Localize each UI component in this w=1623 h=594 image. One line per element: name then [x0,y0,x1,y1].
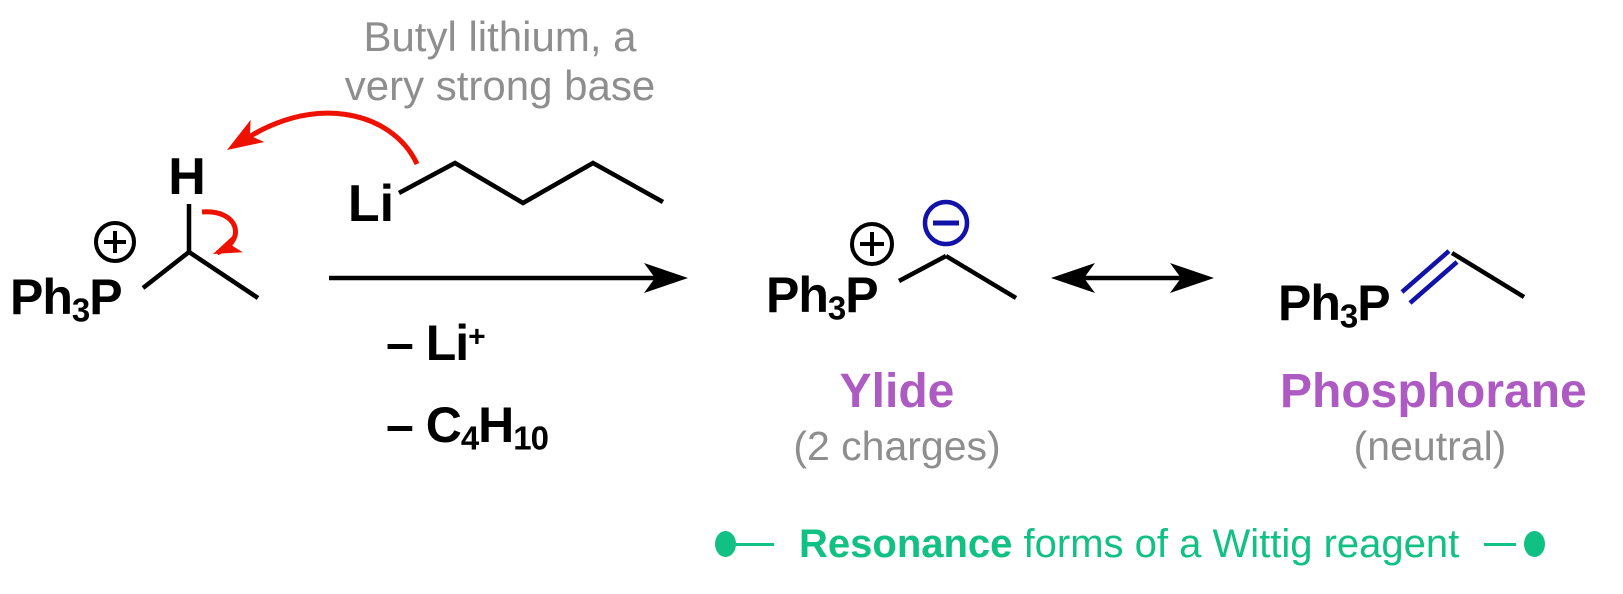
resonance-arrowhead-right-icon [1170,263,1214,293]
minus-charge-icon [922,199,970,247]
plus-charge-icon-ylide [850,222,894,266]
plus-circle [850,222,894,266]
red-arrowhead-icon [227,119,265,150]
minus-circle [922,199,970,247]
reactant-formula: Ph3P [10,269,123,329]
lithium-atom-label: Li [347,175,395,233]
byproduct-butane: – C4H10 [386,397,549,457]
formula-sub: 3 [827,289,846,327]
ylide-label: Ylide (2 charges) [747,368,1047,467]
butyl-chain [397,160,665,206]
byproduct1-charge: + [468,320,486,354]
formula-post: P [1357,275,1390,331]
reaction-arrowhead-icon [644,263,688,293]
formula-pre: Ph [766,267,829,323]
bullet-right-icon [1524,531,1546,557]
byproduct2-p1: – C [386,397,462,453]
plus-circle [94,221,136,263]
phosphorane-title: Phosphorane [1280,365,1587,418]
caption-text: Resonance forms of a Wittig reagent [799,524,1459,564]
formula-post: P [845,267,878,323]
c-methyl-bond [944,254,1018,300]
p-c-double-bond-line1 [1400,249,1451,294]
formula-sub: 3 [1339,297,1358,335]
dash-left [736,542,774,546]
annotation-line-1: Butyl lithium, a [363,13,637,60]
phosphorane-label: Phosphorane (neutral) [1280,365,1587,469]
bullet-left-icon [715,531,736,557]
byproduct2-s2: 10 [513,419,549,457]
bond-to-carbanion-arrow [201,209,243,256]
resonance-arrowhead-left-icon [1051,263,1095,293]
resonance-arrow [1051,263,1214,293]
p-c-bond [897,254,948,283]
byproduct2-p2: H [478,397,514,453]
proton-abstraction-arrow [227,110,420,166]
caption-emphasis: Resonance [799,522,1013,566]
phosphorane-formula: Ph3P [1278,275,1391,335]
base-annotation: Butyl lithium, a very strong base [290,12,710,110]
c-methyl-bond [1450,251,1526,299]
formula-sub: 3 [71,291,90,329]
red-arrowhead-small-icon [213,233,243,254]
phosphorane-structure [1400,249,1526,305]
byproduct2-s1: 4 [460,419,479,457]
formula-post: P [89,269,122,325]
reaction-arrow [329,263,688,293]
hydrogen-atom-label: H [168,148,206,206]
ylide-title: Ylide [839,365,955,418]
caption: Resonance forms of a Wittig reagent [715,522,1546,566]
annotation-line-2: very strong base [344,62,656,110]
byproduct-lithium: – Li+ [386,315,486,371]
caption-rest: forms of a Wittig reagent [1012,522,1460,566]
ylide-structure [897,254,1018,300]
butyl-chain-bonds [397,160,665,206]
byproduct1-main: – Li [386,315,469,371]
curved-arrow-path [235,110,420,166]
phosphorane-subtitle: (neutral) [1353,423,1507,469]
plus-charge-icon [94,221,136,263]
ylide-subtitle: (2 charges) [793,423,1001,469]
c-p-bond [141,250,191,290]
phosphonium-structure [141,204,260,300]
c-methyl-bond [187,250,260,300]
formula-pre: Ph [1278,275,1341,331]
formula-pre: Ph [10,269,73,325]
p-c-double-bond-line2 [1408,260,1459,305]
ylide-formula: Ph3P [766,267,879,327]
dash-right [1484,542,1517,546]
